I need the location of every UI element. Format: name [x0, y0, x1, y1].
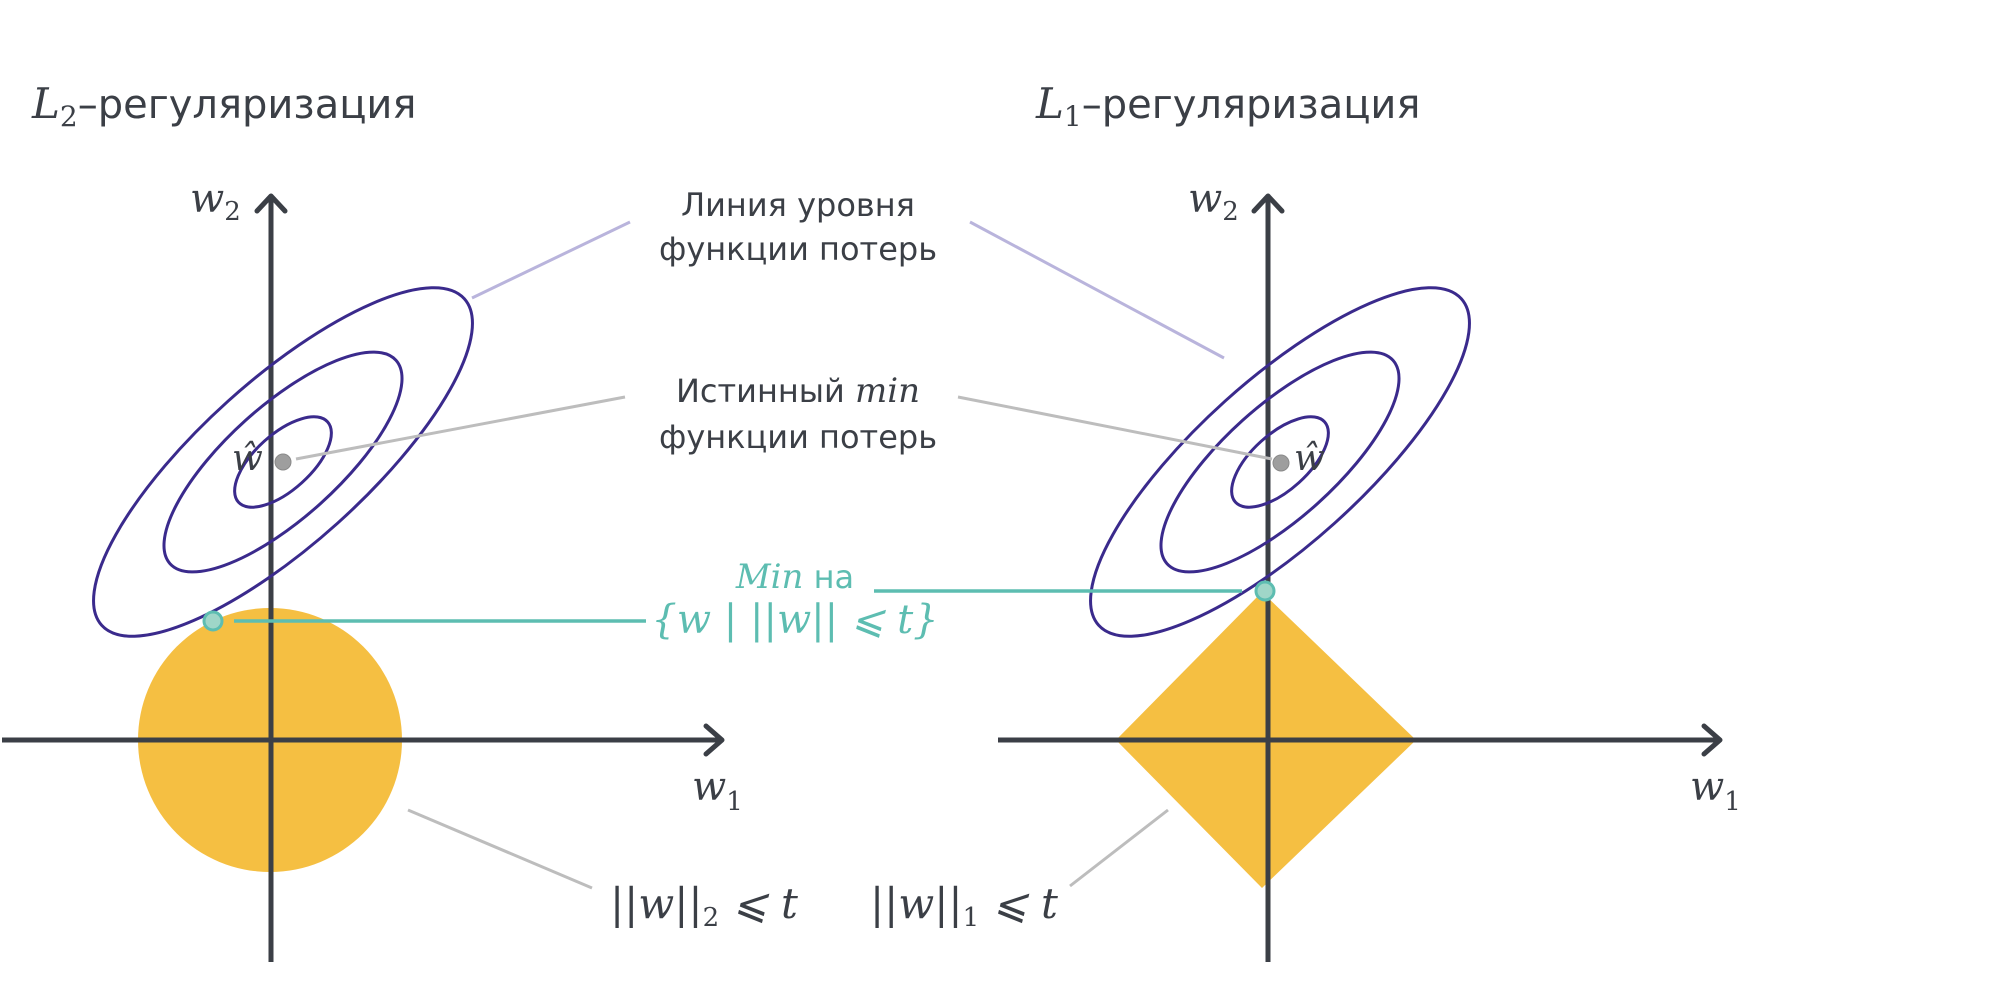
- left-true-min-label: ŵ: [232, 438, 263, 479]
- right-loss-contours: [1089, 286, 1471, 638]
- right-panel-l1: L1–регуляризация w2 w1 ŵ: [870, 79, 1741, 962]
- right-x-axis-arrow-icon: [1701, 723, 1723, 757]
- right-true-min-point: [1272, 454, 1290, 472]
- left-contour-inner: [233, 415, 333, 509]
- right-x-axis-label: w1: [1690, 764, 1741, 817]
- right-y-axis-label: w2: [1188, 176, 1239, 227]
- right-true-min-label: ŵ: [1294, 438, 1325, 479]
- right-constraint-label: ||w||1 ⩽ t: [870, 879, 1058, 933]
- right-y-axis-arrow-icon: [1251, 193, 1285, 214]
- left-constraint-label: ||w||2 ⩽ t: [610, 879, 798, 933]
- left-contour-outer: [92, 286, 474, 638]
- left-x-axis-arrow-icon: [703, 723, 725, 757]
- left-contour-middle: [162, 350, 404, 574]
- right-contour-middle: [1159, 350, 1401, 574]
- constrained-set-label: {w | ||w|| ⩽ t}: [651, 597, 938, 643]
- right-panel-title: L1–регуляризация: [1035, 79, 1421, 133]
- left-level-line-leader: [471, 220, 631, 300]
- left-y-axis-label: w2: [190, 176, 241, 227]
- left-panel-title: L2–регуляризация: [31, 79, 417, 133]
- right-constraint-leader: [1069, 808, 1169, 888]
- left-loss-contours: [92, 286, 474, 638]
- left-x-axis-label: w1: [692, 764, 743, 817]
- center-annotations: Линия уровня функции потерь Истинный min…: [651, 186, 938, 643]
- left-y-axis-arrow-icon: [254, 193, 288, 214]
- constrained-min-label-line1: Min на: [735, 557, 854, 597]
- right-contour-outer: [1089, 286, 1471, 638]
- left-panel-l2: L2–регуляризация w2 w1 ŵ: [2, 79, 798, 962]
- true-min-label-line1: Истинный min: [676, 371, 920, 411]
- left-constraint-leader: [407, 808, 593, 890]
- right-constrained-min-point: [1254, 580, 1276, 602]
- level-line-label-line1: Линия уровня: [681, 186, 915, 224]
- right-level-line-leader: [969, 220, 1225, 360]
- true-min-label-line2: функции потерь: [659, 418, 937, 456]
- right-true-min-leader: [957, 395, 1273, 461]
- right-contour-inner: [1230, 415, 1330, 509]
- left-true-min-point: [274, 453, 292, 471]
- left-true-min-leader: [295, 395, 626, 461]
- level-line-label-line2: функции потерь: [659, 230, 937, 268]
- left-constrained-min-point: [202, 610, 224, 632]
